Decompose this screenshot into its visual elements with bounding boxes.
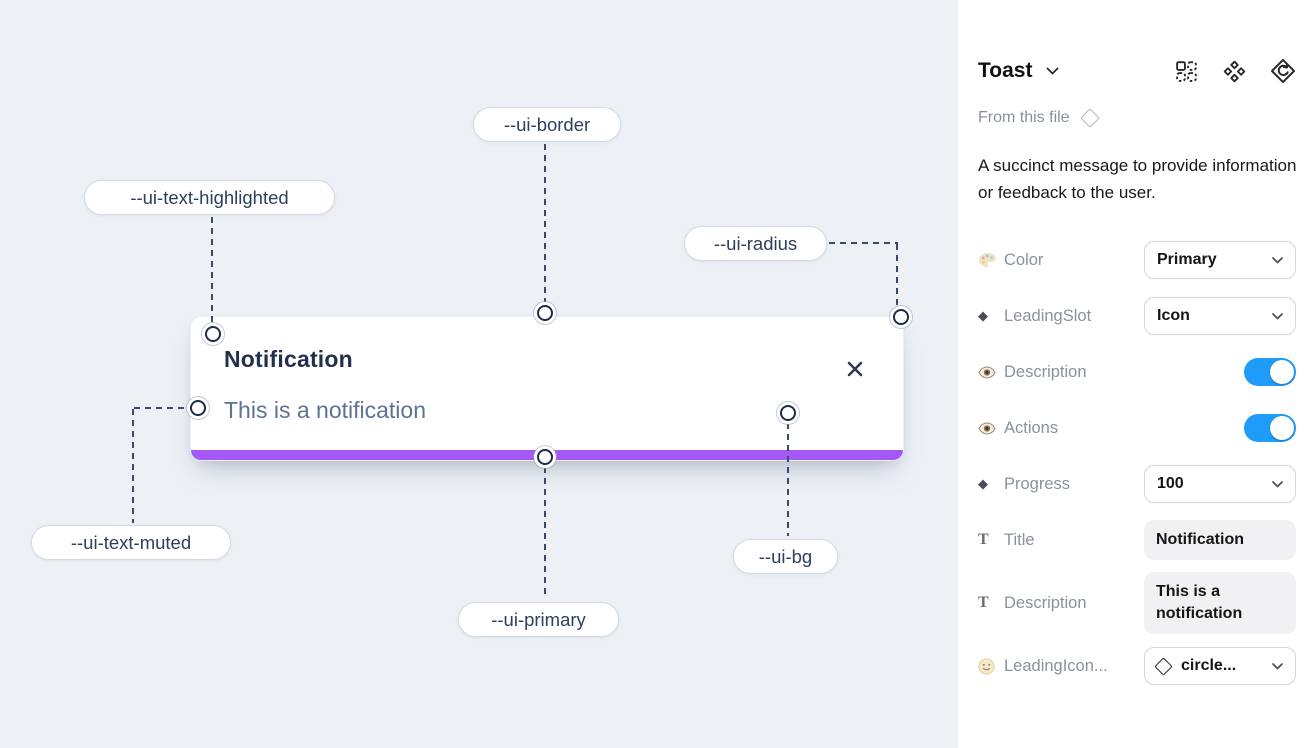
handle-primary[interactable] <box>537 449 553 465</box>
progress-dropdown[interactable]: 100 <box>1144 465 1296 503</box>
handle-radius[interactable] <box>893 309 909 325</box>
prop-row-description-text: T Description This is a notification <box>978 568 1296 638</box>
connector-text-muted-h <box>134 407 187 409</box>
leadingslot-dropdown[interactable]: Icon <box>1144 297 1296 335</box>
panel-header: Toast <box>978 58 1296 84</box>
prop-label: Actions <box>1004 418 1059 437</box>
chevron-down-icon[interactable] <box>1046 67 1059 75</box>
prop-label: LeadingIcon... <box>1004 656 1108 675</box>
prop-label: Description <box>1004 593 1087 612</box>
connector-text-muted-v <box>132 409 134 523</box>
prop-label: Description <box>1004 362 1087 381</box>
diamond-icon: ◆ <box>978 476 988 491</box>
handle-bg[interactable] <box>780 405 796 421</box>
prop-row-leadingslot: ◆ LeadingSlot Icon <box>978 288 1296 344</box>
diamond-outline-icon <box>1154 656 1173 676</box>
source-label: From this file <box>978 109 1070 126</box>
handle-border[interactable] <box>537 305 553 321</box>
token-pill-ui-text-highlighted[interactable]: --ui-text-highlighted <box>84 180 335 215</box>
diamond-outline-icon <box>1079 108 1100 128</box>
chevron-down-icon <box>1272 256 1283 264</box>
chevron-down-icon <box>1272 480 1283 488</box>
prop-label: LeadingSlot <box>1004 306 1092 325</box>
design-system-icon[interactable] <box>1270 58 1296 84</box>
prop-row-description-toggle: Description <box>978 344 1296 400</box>
property-rows: Color Primary ◆ LeadingSlot Icon <box>978 232 1296 694</box>
text-icon: T <box>978 594 989 611</box>
prop-row-title: T Title Notification <box>978 512 1296 568</box>
prop-row-progress: ◆ Progress 100 <box>978 456 1296 512</box>
component-title[interactable]: Toast <box>978 59 1033 82</box>
properties-panel: Toast <box>958 0 1312 748</box>
eye-icon <box>978 365 1000 379</box>
actions-toggle[interactable] <box>1244 414 1296 442</box>
connector-border <box>544 144 546 302</box>
token-pill-ui-radius[interactable]: --ui-radius <box>684 226 827 261</box>
prop-label: Title <box>1004 530 1035 549</box>
component-description: A succinct message to provide informatio… <box>978 156 1297 202</box>
description-toggle[interactable] <box>1244 358 1296 386</box>
token-pill-ui-bg[interactable]: --ui-bg <box>733 539 838 574</box>
handle-text-muted[interactable] <box>190 400 206 416</box>
toggle-knob <box>1270 416 1294 440</box>
instance-grid-icon[interactable] <box>1174 59 1199 84</box>
prop-row-leadingicon: LeadingIcon... circle... <box>978 638 1296 694</box>
connector-primary <box>544 467 546 599</box>
design-canvas: Notification This is a notification --ui… <box>0 0 958 748</box>
handle-text-highlighted[interactable] <box>205 326 221 342</box>
connector-bg <box>787 423 789 536</box>
toast-title: Notification <box>224 346 353 372</box>
token-pill-ui-border[interactable]: --ui-border <box>473 107 621 142</box>
color-dropdown[interactable]: Primary <box>1144 241 1296 279</box>
text-icon: T <box>978 531 989 548</box>
toast-description: This is a notification <box>224 397 426 423</box>
connector-radius-h <box>829 242 898 244</box>
prop-label: Color <box>1004 250 1044 269</box>
connector-radius-v <box>896 244 898 306</box>
leadingicon-dropdown[interactable]: circle... <box>1144 647 1296 685</box>
token-pill-ui-text-muted[interactable]: --ui-text-muted <box>31 525 231 560</box>
eye-icon <box>978 421 1000 435</box>
smiley-icon <box>978 657 1000 675</box>
token-pill-ui-primary[interactable]: --ui-primary <box>458 602 619 637</box>
toast-component[interactable]: Notification This is a notification <box>190 316 904 461</box>
toggle-knob <box>1270 360 1294 384</box>
connector-text-highlighted <box>211 217 213 323</box>
chevron-down-icon <box>1272 312 1283 320</box>
components-icon[interactable] <box>1222 59 1247 84</box>
description-input[interactable]: This is a notification <box>1144 572 1296 634</box>
close-icon[interactable] <box>845 359 865 379</box>
diamond-icon: ◆ <box>978 308 988 323</box>
title-input[interactable]: Notification <box>1144 520 1296 560</box>
prop-row-actions-toggle: Actions <box>978 400 1296 456</box>
prop-row-color: Color Primary <box>978 232 1296 288</box>
chevron-down-icon <box>1272 662 1283 670</box>
palette-icon <box>978 252 1000 269</box>
source-row: From this file <box>978 108 1296 128</box>
prop-label: Progress <box>1004 474 1071 493</box>
